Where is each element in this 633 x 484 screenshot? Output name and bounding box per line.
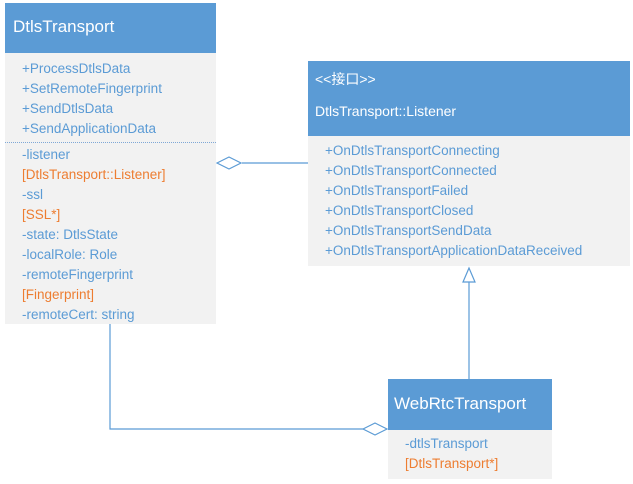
interface-body: +OnDtlsTransportConnecting +OnDtlsTransp… <box>308 136 630 266</box>
class-dtls-transport[interactable]: DtlsTransport +ProcessDtlsData +SetRemot… <box>5 3 216 324</box>
field-type: [DtlsTransport*] <box>405 456 499 471</box>
method-item: +OnDtlsTransportClosed <box>325 203 474 218</box>
method-item: +SetRemoteFingerprint <box>22 81 162 96</box>
class-header: DtlsTransport <box>5 3 216 53</box>
class-webrtc-transport[interactable]: WebRtcTransport -dtlsTransport [DtlsTran… <box>388 379 552 479</box>
method-item: +SendDtlsData <box>22 101 114 116</box>
field-item: -listener <box>22 147 71 162</box>
class-name: WebRtcTransport <box>394 394 527 413</box>
method-item: +SendApplicationData <box>22 121 156 136</box>
aggregation-line-webrtc <box>109 324 363 430</box>
interface-listener[interactable]: <<接口>> DtlsTransport::Listener +OnDtlsTr… <box>308 61 630 266</box>
interface-name: DtlsTransport::Listener <box>315 103 457 119</box>
stereotype-label: <<接口>> <box>315 71 376 87</box>
aggregation-diamond-webrtc <box>361 422 389 436</box>
field-type: [Fingerprint] <box>22 287 95 302</box>
field-item: -remoteCert: string <box>22 307 135 322</box>
inheritance-arrow <box>462 266 476 283</box>
field-item: -dtlsTransport <box>405 436 488 451</box>
class-body: -dtlsTransport [DtlsTransport*] <box>388 430 552 479</box>
method-item: +OnDtlsTransportSendData <box>325 223 492 238</box>
methods-section: +ProcessDtlsData +SetRemoteFingerprint +… <box>5 59 216 139</box>
field-item: -remoteFingerprint <box>22 267 134 282</box>
field-type: [DtlsTransport::Listener] <box>22 167 166 182</box>
method-item: +ProcessDtlsData <box>22 61 131 76</box>
method-item: +OnDtlsTransportConnecting <box>325 143 500 158</box>
method-item: +OnDtlsTransportConnected <box>325 163 497 178</box>
section-divider <box>5 142 216 143</box>
aggregation-diamond-dtls <box>215 156 243 170</box>
method-item: +OnDtlsTransportFailed <box>325 183 469 198</box>
method-item: +OnDtlsTransportApplicationDataReceived <box>325 243 583 258</box>
field-item: -ssl <box>22 187 43 202</box>
class-body: +ProcessDtlsData +SetRemoteFingerprint +… <box>5 53 216 324</box>
fields-section: -listener [DtlsTransport::Listener] -ssl… <box>5 143 216 325</box>
class-name: DtlsTransport <box>13 17 115 36</box>
field-item: -localRole: Role <box>22 247 118 262</box>
field-item: -state: DtlsState <box>22 227 119 242</box>
class-header: WebRtcTransport <box>388 379 552 430</box>
interface-header: <<接口>> DtlsTransport::Listener <box>308 61 630 136</box>
field-type: [SSL*] <box>22 207 61 222</box>
